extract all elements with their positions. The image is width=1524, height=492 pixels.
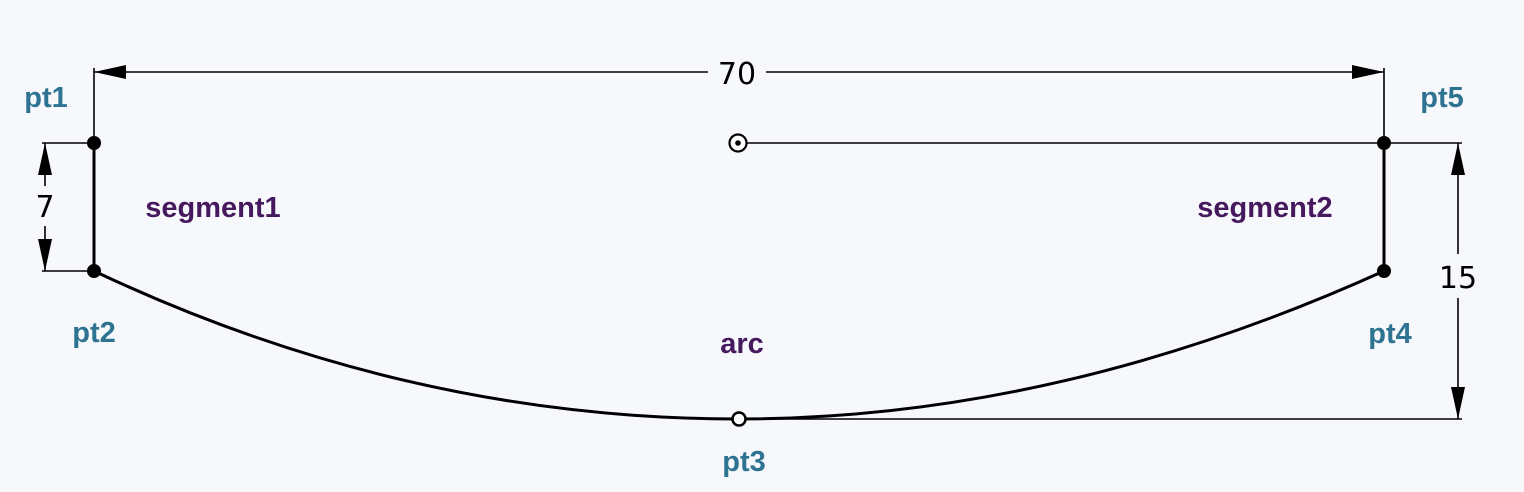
left-height-dimension-value: 7 (35, 190, 54, 225)
pt1-point[interactable] (87, 136, 101, 150)
right-height-text-bg (1434, 254, 1482, 298)
pt5-point[interactable] (1377, 136, 1391, 150)
left-height-text-bg (30, 186, 60, 226)
pt4-label: pt4 (1368, 318, 1412, 350)
pt4-point[interactable] (1377, 264, 1391, 278)
pt3-point[interactable] (731, 411, 747, 427)
pt3-label: pt3 (722, 446, 766, 478)
pt2-label: pt2 (72, 317, 116, 349)
pt2-point[interactable] (87, 264, 101, 278)
segment2-label: segment2 (1197, 192, 1332, 224)
pt5-label: pt5 (1420, 82, 1464, 114)
width-dimension-text-bg (708, 52, 766, 94)
segment1-label: segment1 (145, 192, 280, 224)
pt1-label: pt1 (24, 82, 68, 114)
width-dimension-value: 70 (718, 57, 756, 92)
arc-center-point[interactable] (728, 133, 748, 153)
right-height-dimension-value: 15 (1439, 261, 1477, 296)
arc-label: arc (720, 328, 764, 360)
